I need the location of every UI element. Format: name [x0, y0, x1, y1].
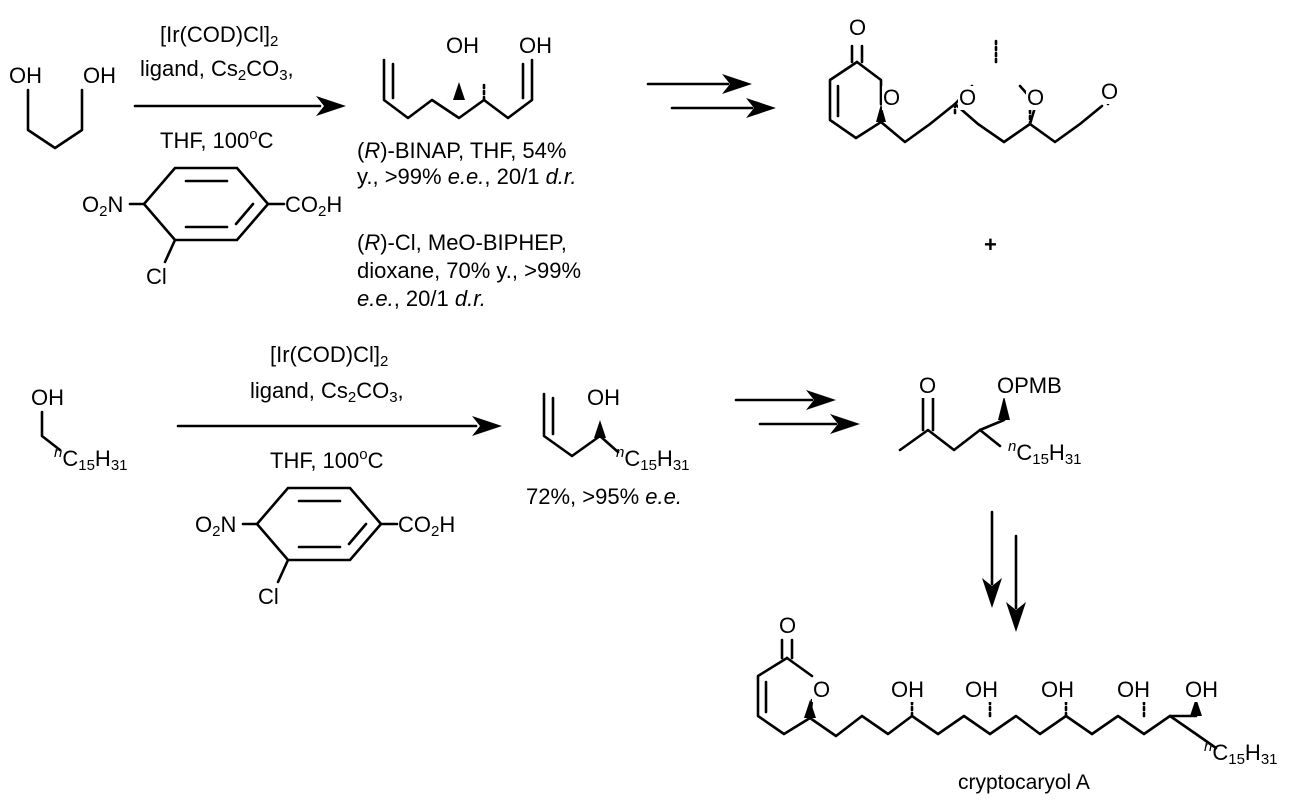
reaction1-base-label: ligand, Cs2CO3,: [140, 56, 294, 84]
propanediol-oh-right: OH: [82, 63, 117, 88]
aldehyde-o: O: [1100, 79, 1120, 104]
reaction1-catalyst-label: [Ir(COD)Cl]2: [160, 22, 279, 50]
catalyst2-nitro-label: O2N: [195, 512, 237, 540]
lactone-ring-o: O: [882, 85, 902, 110]
reaction1-condition2-line1: (R)-Cl, MeO-BIPHEP,: [357, 230, 567, 255]
catalyst1-acid-label: CO2H: [285, 192, 343, 220]
multistep-arrows-down: [982, 510, 1026, 632]
cryptocaryol-alkyl: nC15H31: [1204, 738, 1278, 768]
reaction1-condition1-line2: y., >99% e.e., 20/1 d.r.: [357, 164, 577, 189]
acetonide-o-left: O: [958, 85, 978, 110]
catalyst1-bonds: [128, 166, 286, 264]
cryptocaryol-oh-1: OH: [890, 677, 925, 702]
reaction1-condition2-line2: dioxane, 70% y., >99%: [357, 258, 582, 283]
ketone-alkyl: nC15H31: [1008, 438, 1082, 468]
lactone-carbonyl-o: O: [848, 15, 868, 40]
homoallyl-alcohol-bonds: [542, 392, 620, 458]
ketone-opmb: OPMB: [996, 373, 1063, 398]
catalyst2-chloro-label: Cl: [258, 584, 279, 609]
acetonide-o-right: O: [1026, 85, 1046, 110]
catalyst2-acid-label: CO2H: [398, 512, 456, 540]
reaction2-yield: 72%, >95% e.e.: [526, 484, 682, 509]
dienediol-bonds: [382, 58, 534, 120]
reaction2-catalyst-label: [Ir(COD)Cl]2: [270, 342, 389, 370]
cryptocaryol-ring-o: O: [812, 677, 832, 702]
reaction1-arrow: [133, 96, 346, 116]
reaction1-solvent-temp-label: THF, 100oC: [160, 126, 274, 153]
dienediol-oh-right: OH: [518, 33, 553, 58]
cryptocaryol-oh-4: OH: [1116, 677, 1151, 702]
catalyst2-bonds: [241, 486, 399, 584]
hexadecanol-oh: OH: [30, 385, 65, 410]
dienediol-oh-left: OH: [445, 33, 480, 58]
reaction2-arrow: [176, 416, 502, 436]
reaction2-solvent-temp-label: THF, 100oC: [270, 446, 384, 473]
reaction1-condition2-line3: e.e., 20/1 d.r.: [357, 286, 486, 311]
cryptocaryol-oh-3: OH: [1040, 677, 1075, 702]
multistep-arrows-middle: [734, 390, 860, 434]
cryptocaryol-oh-2: OH: [964, 677, 999, 702]
cryptocaryol-bonds: [756, 638, 1218, 750]
hexadecanol-alkyl: nC15H31: [54, 444, 128, 474]
homoallyl-oh: OH: [586, 385, 621, 410]
cryptocaryol-carbonyl-o: O: [778, 613, 798, 638]
product-name-label: cryptocaryol A: [958, 771, 1090, 794]
propanediol-bonds: [26, 88, 84, 150]
hexadecanol-bonds: [40, 410, 62, 452]
propanediol-oh-left: OH: [8, 63, 43, 88]
ketone-o: O: [918, 373, 938, 398]
catalyst1-chloro-label: Cl: [146, 264, 167, 289]
reaction2-base-label: ligand, Cs2CO3,: [250, 378, 404, 406]
plus-sign: +: [984, 232, 997, 257]
catalyst1-nitro-label: O2N: [82, 192, 124, 220]
homoallyl-alkyl: nC15H31: [616, 444, 690, 474]
reaction1-condition1-line1: (R)-BINAP, THF, 54%: [357, 138, 567, 163]
methyl-ketone-bonds: [898, 396, 1010, 452]
cryptocaryol-oh-5: OH: [1184, 677, 1219, 702]
multistep-arrows-top: [646, 74, 776, 118]
